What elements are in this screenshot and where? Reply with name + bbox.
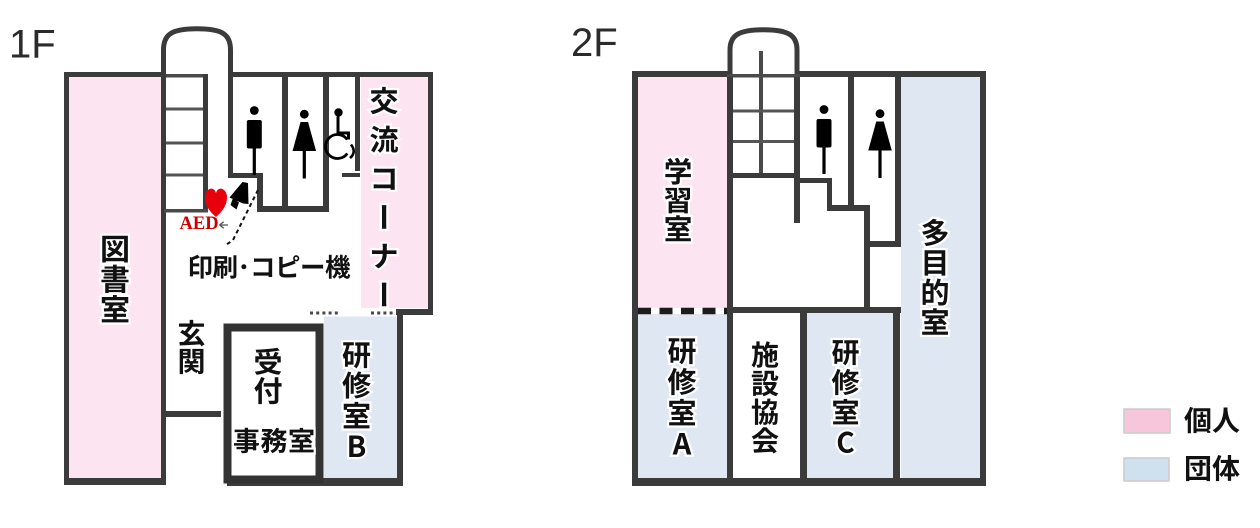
- svg-text:2F: 2F: [571, 21, 618, 65]
- svg-text:1F: 1F: [9, 23, 56, 67]
- svg-text:AED: AED: [180, 214, 219, 234]
